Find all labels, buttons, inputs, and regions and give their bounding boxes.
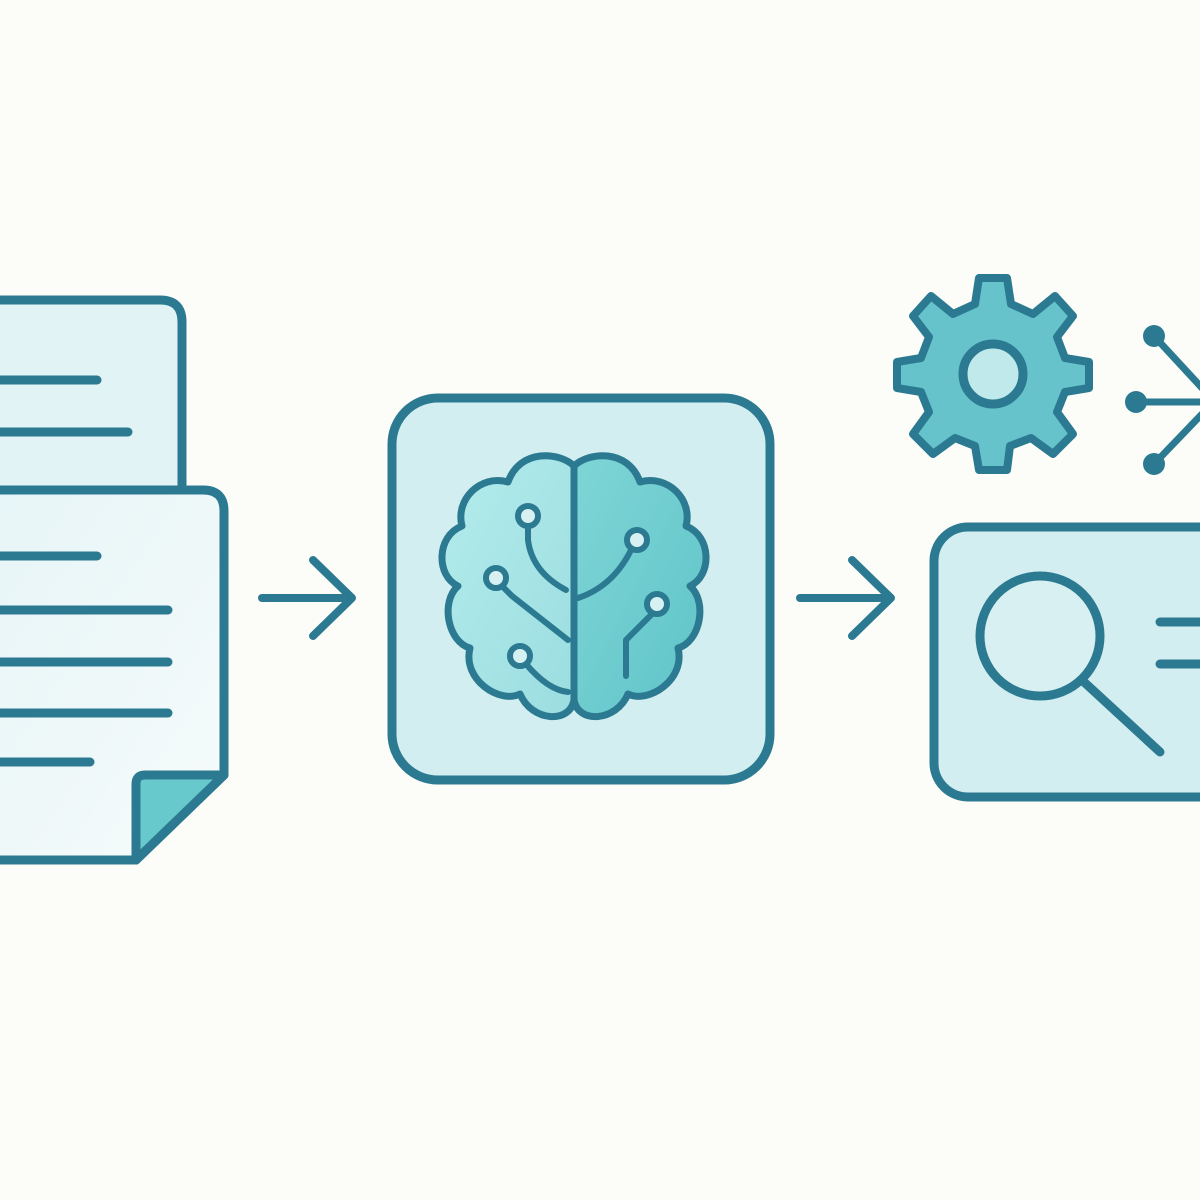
arrow-right-icon	[258, 556, 356, 640]
search-icon	[975, 571, 1105, 701]
brain-right-hemisphere	[570, 452, 710, 720]
brain-circuit-icon	[438, 452, 710, 720]
branch-node	[1125, 391, 1147, 413]
circuit-node	[515, 503, 541, 529]
gear-icon	[893, 274, 1093, 474]
document-stack-icon	[0, 295, 229, 865]
circuit-node	[624, 527, 650, 553]
circuit-traces	[499, 523, 657, 695]
circuit-node	[644, 591, 670, 617]
brain-left-hemisphere	[438, 452, 578, 720]
arrow-right-icon	[796, 556, 895, 640]
gear-hub	[958, 339, 1028, 409]
circuit-node	[483, 565, 509, 591]
circuit-nodes	[483, 503, 670, 669]
circuit-node	[507, 643, 533, 669]
branch-node	[1143, 453, 1165, 475]
back-page	[0, 295, 187, 495]
branch-node	[1143, 325, 1165, 347]
page-fold-icon	[131, 770, 229, 865]
brain-panel	[387, 393, 775, 785]
search-icon-handle	[1079, 677, 1165, 757]
branch-network-icon	[1125, 325, 1200, 475]
search-panel-icon	[929, 522, 1200, 802]
